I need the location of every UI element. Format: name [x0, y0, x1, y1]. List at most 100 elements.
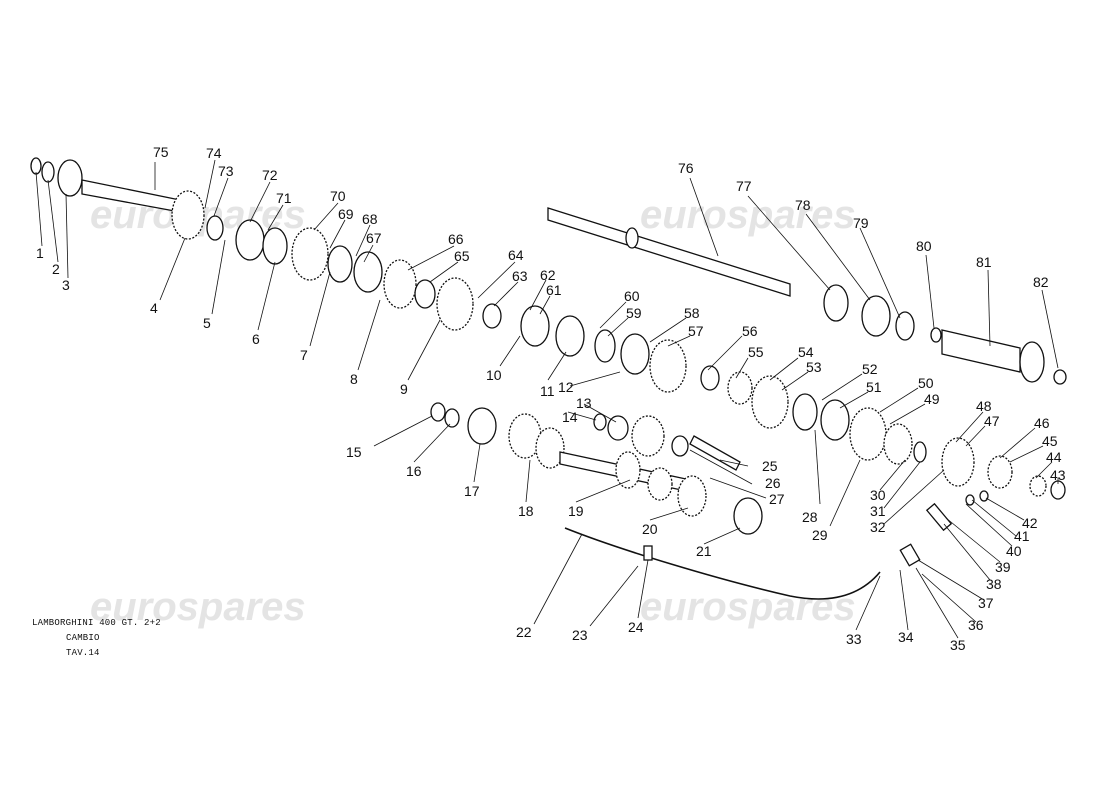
- circlip-part-79: [895, 311, 915, 341]
- ring-part-52: [792, 393, 818, 431]
- synchro-part-61: [520, 305, 550, 347]
- gear-part-cluster: [631, 415, 665, 457]
- gear-part-18b: [535, 427, 565, 469]
- bush-part-63: [482, 303, 502, 329]
- washer-part-16: [444, 408, 460, 428]
- plug-part-82: [1053, 369, 1067, 385]
- callout-65: 65: [454, 248, 470, 264]
- callout-labels: 1 2 3 4 5 6 7 8 9 10 11 12 13 14 15 16 1…: [36, 144, 1066, 653]
- callout-78: 78: [795, 197, 811, 213]
- callout-40: 40: [1006, 543, 1022, 559]
- ring-part-60: [594, 329, 616, 363]
- callout-42: 42: [1022, 515, 1038, 531]
- synchro-ring-part: [235, 219, 265, 261]
- callout-75: 75: [153, 144, 169, 160]
- bearing-part-17: [467, 407, 497, 445]
- gear-part-55: [727, 371, 753, 405]
- callout-73: 73: [218, 163, 234, 179]
- callout-25: 25: [762, 458, 778, 474]
- countershaft-assembly: [430, 402, 763, 535]
- bearing-part: [57, 159, 83, 197]
- callout-50: 50: [918, 375, 934, 391]
- callout-58: 58: [684, 305, 700, 321]
- layshaft-assembly: [547, 207, 1067, 385]
- callout-37: 37: [978, 595, 994, 611]
- callout-47: 47: [984, 413, 1000, 429]
- nut-part-15: [430, 402, 446, 422]
- callout-34: 34: [898, 629, 914, 645]
- gear-part-45: [987, 455, 1013, 489]
- flange-part: [1019, 341, 1045, 383]
- nut-part-80: [930, 327, 942, 343]
- callout-68: 68: [362, 211, 378, 227]
- output-shaft-part: [941, 329, 1021, 373]
- drive-gear-part: [925, 502, 953, 532]
- callout-17: 17: [464, 483, 480, 499]
- gear-part-19: [615, 451, 641, 489]
- callout-29: 29: [812, 527, 828, 543]
- layshaft-part: [547, 207, 791, 297]
- bearing-part-13: [607, 415, 629, 441]
- callout-59: 59: [626, 305, 642, 321]
- ring-part: [353, 251, 383, 293]
- callout-56: 56: [742, 323, 758, 339]
- watermark-top-right: eurospares: [640, 193, 856, 237]
- bearing-part-21: [733, 497, 763, 535]
- gear-part-54: [751, 375, 789, 429]
- callout-23: 23: [572, 627, 588, 643]
- callout-72: 72: [262, 167, 278, 183]
- callout-22: 22: [516, 624, 532, 640]
- screw-part-42: [979, 490, 989, 502]
- callout-43: 43: [1050, 467, 1066, 483]
- callout-49: 49: [924, 391, 940, 407]
- layshaft-collar-part: [625, 227, 639, 249]
- synchro-ring-part-2: [262, 227, 288, 265]
- callout-26: 26: [765, 475, 781, 491]
- callout-30: 30: [870, 487, 886, 503]
- callout-67: 67: [366, 230, 382, 246]
- title-section: CAMBIO: [66, 633, 100, 643]
- callout-64: 64: [508, 247, 524, 263]
- callout-80: 80: [916, 238, 932, 254]
- shim-part: [41, 161, 55, 183]
- sleeve-part: [291, 227, 329, 281]
- clip-part-24: [643, 545, 653, 561]
- gear-part-19b: [647, 467, 673, 501]
- callout-3: 3: [62, 277, 70, 293]
- callout-53: 53: [806, 359, 822, 375]
- callout-48: 48: [976, 398, 992, 414]
- screw-part-41: [965, 494, 975, 506]
- title-table: TAV.14: [66, 648, 100, 658]
- callout-2: 2: [52, 261, 60, 277]
- watermark-bottom-left: eurospares: [90, 585, 306, 629]
- washer-part: [414, 279, 436, 309]
- callout-18: 18: [518, 503, 534, 519]
- gear-part-8: [383, 259, 417, 309]
- callout-71: 71: [276, 190, 292, 206]
- bush-part-56: [700, 365, 720, 391]
- gear-part-18: [508, 413, 542, 459]
- leader-lines: [35, 159, 1059, 639]
- title-model: LAMBORGHINI 400 GT. 2+2: [32, 618, 161, 628]
- callout-14: 14: [562, 409, 578, 425]
- callout-21: 21: [696, 543, 712, 559]
- callout-52: 52: [862, 361, 878, 377]
- drive-housing-part: [899, 543, 921, 567]
- callout-77: 77: [736, 178, 752, 194]
- callout-60: 60: [624, 288, 640, 304]
- main-shaft-assembly: [30, 157, 1066, 500]
- washer-part-44: [1029, 475, 1047, 497]
- callout-61: 61: [546, 282, 562, 298]
- watermark-bottom-right: eurospares: [640, 585, 856, 629]
- callout-46: 46: [1034, 415, 1050, 431]
- callout-19: 19: [568, 503, 584, 519]
- callout-9: 9: [400, 381, 408, 397]
- gear-part-20: [677, 475, 707, 517]
- callout-13: 13: [576, 395, 592, 411]
- callout-33: 33: [846, 631, 862, 647]
- callout-63: 63: [512, 268, 528, 284]
- callout-70: 70: [330, 188, 346, 204]
- speedo-cable-assembly: [564, 490, 989, 600]
- callout-5: 5: [203, 315, 211, 331]
